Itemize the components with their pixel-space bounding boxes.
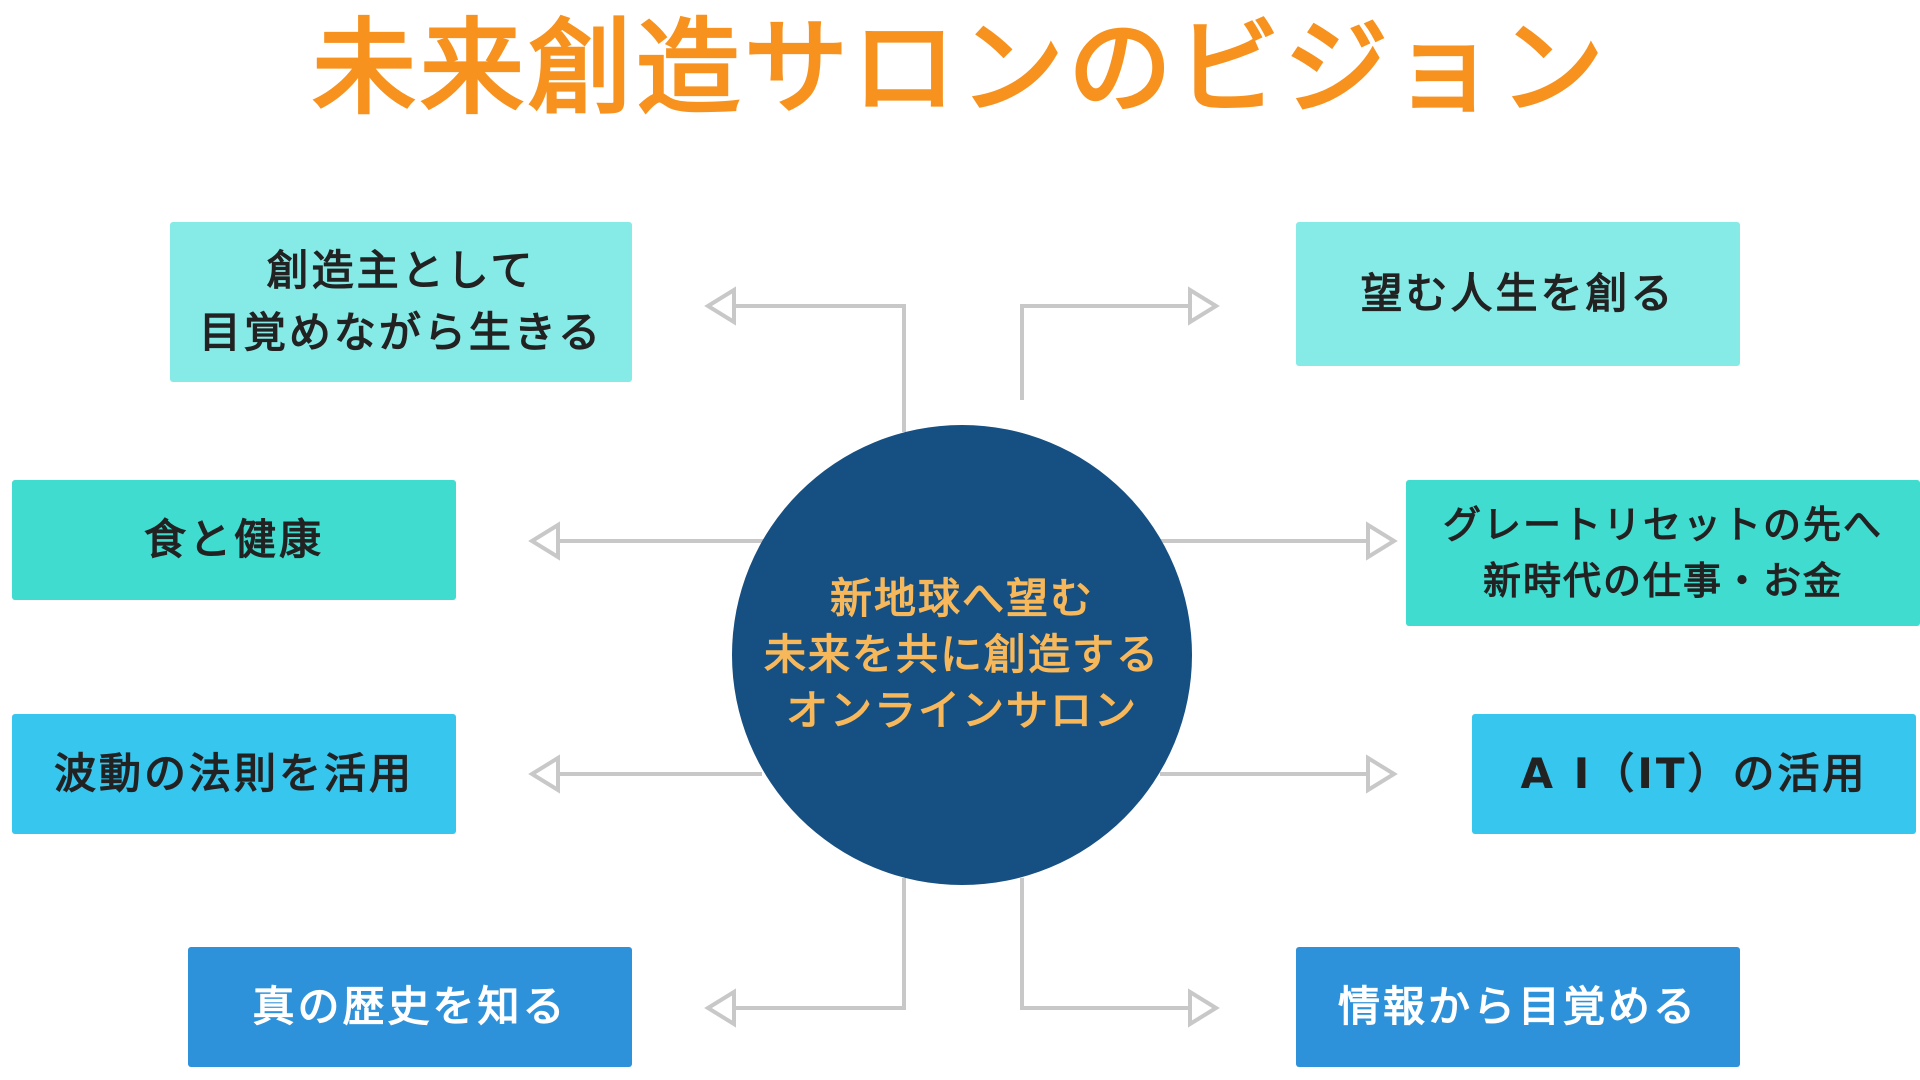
center-text-line-2: 未来を共に創造する: [763, 630, 1160, 679]
arrowhead-right-1: [1366, 521, 1398, 561]
vision-box-creator-line-2: 目覚めながら生きる: [198, 308, 604, 357]
arrowhead-upper-right: [1188, 286, 1220, 326]
vision-box-awaken-info-label: 情報から目覚める: [1337, 982, 1698, 1031]
center-text-line-1: 新地球へ望む: [829, 574, 1094, 623]
vision-box-great-reset-line-1: グレートリセットの先へ: [1442, 503, 1883, 547]
vision-box-true-history: 真の歴史を知る: [188, 947, 632, 1067]
vision-box-vibration-law-label: 波動の法則を活用: [53, 749, 414, 798]
arrowhead-upper-left: [704, 286, 736, 326]
arrowhead-lower-right: [1188, 988, 1220, 1028]
vision-box-awaken-info: 情報から目覚める: [1296, 947, 1740, 1067]
vision-box-ai-it: A I（IT）の活用: [1472, 714, 1916, 834]
vision-box-desired-life-label: 望む人生を創る: [1360, 269, 1676, 318]
center-circle: 新地球へ望む 未来を共に創造する オンラインサロン: [732, 425, 1192, 885]
page-title: 未来創造サロンのビジョン: [311, 7, 1608, 129]
connector-upper-left: [720, 304, 906, 432]
connector-upper-right: [1020, 304, 1190, 400]
arrowhead-right-2: [1366, 754, 1398, 794]
arrowhead-lower-left: [704, 988, 736, 1028]
vision-box-creator: 創造主として 目覚めながら生きる: [170, 222, 632, 382]
vision-box-great-reset: グレートリセットの先へ 新時代の仕事・お金: [1406, 480, 1920, 626]
vision-box-food-health-label: 食と健康: [143, 515, 324, 564]
vision-box-desired-life: 望む人生を創る: [1296, 222, 1740, 366]
vision-box-true-history-label: 真の歴史を知る: [252, 982, 568, 1031]
connector-lower-left: [720, 878, 906, 1010]
arrowhead-left-2: [528, 754, 560, 794]
vision-box-great-reset-line-2: 新時代の仕事・お金: [1482, 559, 1843, 603]
center-text-line-3: オンラインサロン: [785, 686, 1138, 735]
arrowhead-left-1: [528, 521, 560, 561]
vision-box-food-health: 食と健康: [12, 480, 456, 600]
vision-box-vibration-law: 波動の法則を活用: [12, 714, 456, 834]
vision-box-ai-it-label: A I（IT）の活用: [1520, 749, 1868, 798]
vision-box-creator-line-1: 創造主として: [266, 246, 536, 295]
connector-lower-right: [1020, 878, 1190, 1010]
